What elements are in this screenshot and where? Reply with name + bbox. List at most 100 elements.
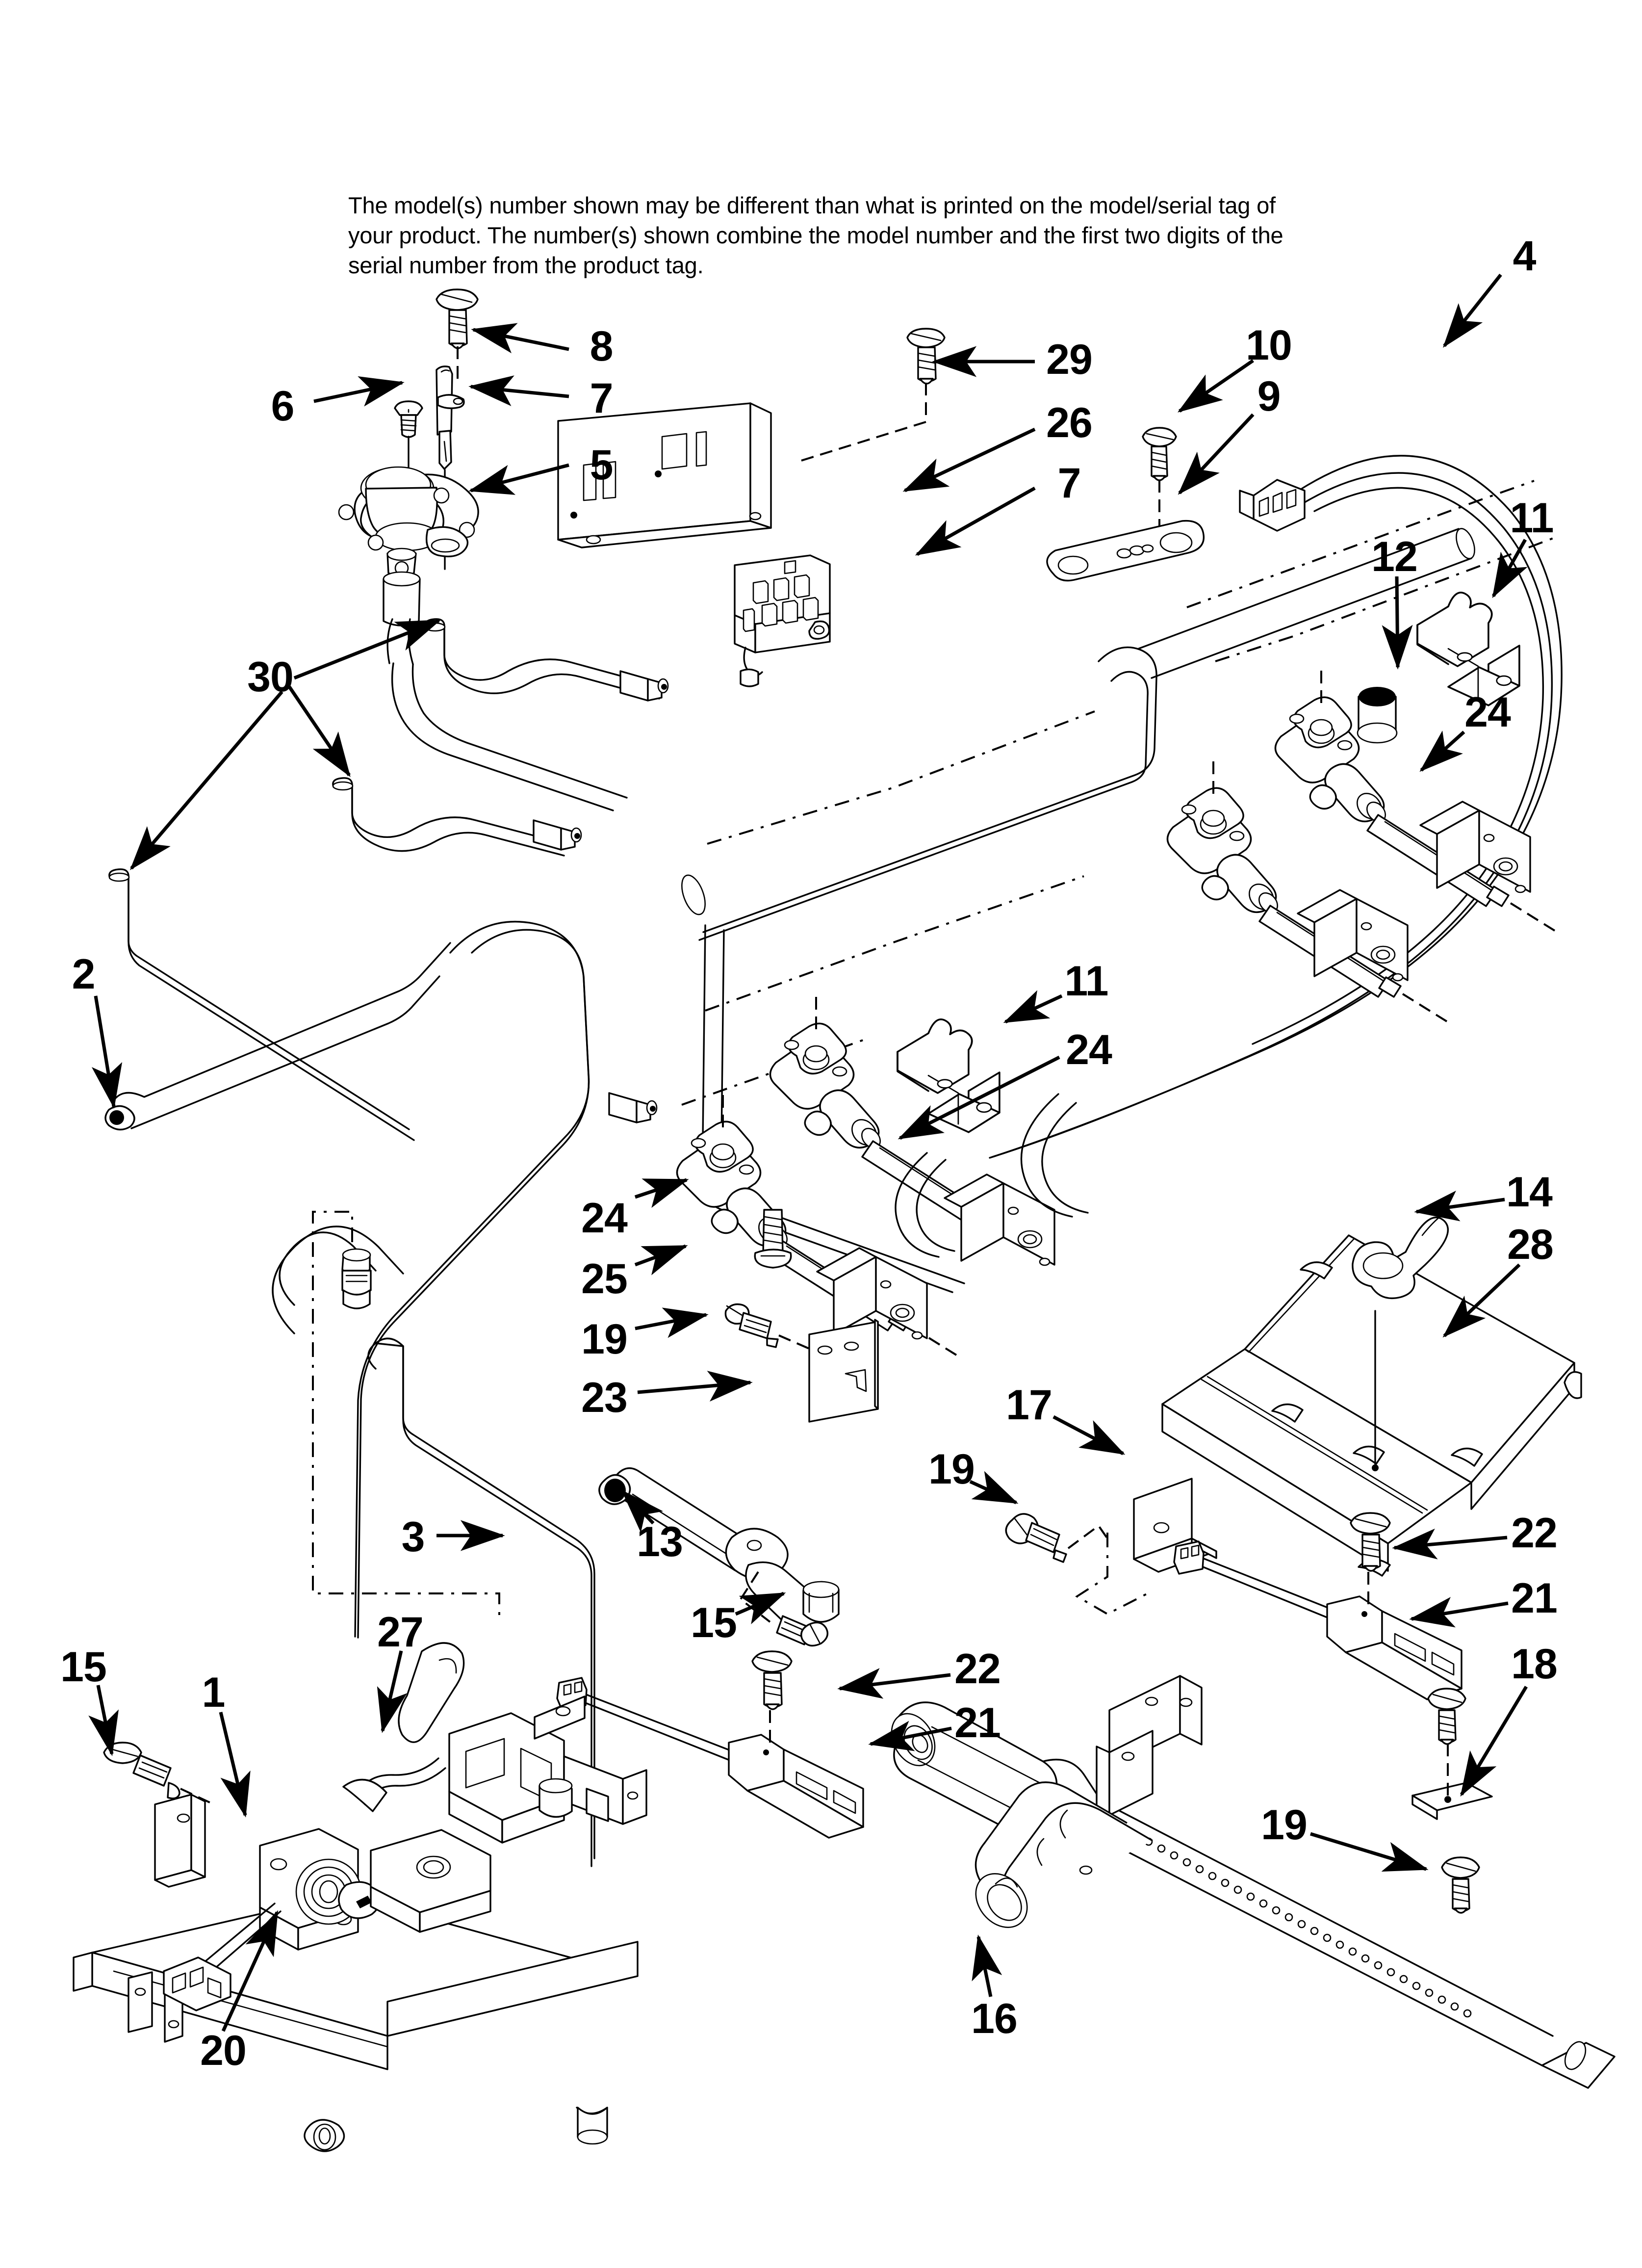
leader-14-0 [1414,1190,1505,1222]
spark-switch-bracket-a [1419,801,1531,893]
screw-8-art [436,288,479,382]
leader-13-0 [621,1489,664,1533]
callout-21-igniter-switch: 21 [1511,1575,1558,1622]
callout-23-bracket: 23 [581,1374,628,1421]
leader-21-0 [868,1721,952,1751]
leader-27-0 [377,1650,408,1733]
burner-support-clip-11a [1416,592,1520,706]
leader-17-0 [1052,1415,1126,1456]
burner-support-clip-11b [897,1018,1001,1133]
pressure-regulator-group [338,288,479,665]
callout-24-surface-burner-valve: 24 [1464,689,1511,736]
leader-12-0 [1382,576,1413,670]
burner-box-cover-28-art [1161,1234,1582,1577]
callout-29-screw: 29 [1046,336,1093,383]
callout-19-screw: 19 [928,1446,975,1493]
leader-7-0 [915,486,1036,556]
screw-22a-art [751,1650,793,1710]
callout-19-screw: 19 [1261,1801,1308,1849]
leader-22-0 [1392,1528,1508,1560]
callout-27-spark-module-bracket: 27 [377,1609,424,1656]
tube-3-art [272,1211,608,2145]
igniter-switch-21a-art [556,1677,864,1839]
leader-1-0 [219,1712,251,1818]
leader-10-0 [1177,359,1254,413]
leader-9-0 [1178,413,1255,495]
leader-19-0 [969,1471,1019,1505]
screw-19c-art [1441,1856,1480,1914]
callout-21-igniter-switch: 21 [954,1699,1001,1747]
harness-connector [1239,479,1306,532]
callout-leader-lines [88,273,1528,2032]
callout-15-screw: 15 [691,1599,737,1646]
screw-22b-art [1350,1512,1391,1572]
callout-8-screw: 8 [590,323,614,370]
spark-switch-bracket-c [944,1173,1055,1266]
leader-2-0 [91,995,123,1109]
leader-24-0 [634,1178,689,1208]
callout-7-terminal-block: 7 [1057,460,1081,507]
spark-switch-bracket-d [816,1247,928,1340]
callout-16-burner-venturi-elbow: 16 [971,1995,1018,2042]
leader-20-0 [221,1910,279,2032]
ground-strap-group [1046,427,1205,582]
bracket-tab-18-art [1411,1688,1493,1820]
burner-tubes-30 [108,618,669,1141]
callout-22-screw: 22 [1511,1510,1558,1557]
wing-nut-14-art [1352,1213,1449,1300]
leader-15-0 [88,1685,119,1756]
tube-fitting-upper [619,670,669,702]
leader-24-0 [898,1055,1060,1140]
callout-11-burner-support-clip: 11 [1510,495,1554,542]
leader-7-0 [468,375,569,406]
callout-6-orifice-spud: 6 [271,383,295,430]
screw-19b-art [1005,1513,1108,1563]
callout-24-surface-burner-valve: 24 [581,1195,628,1242]
bracket-terminal-group [557,328,946,687]
surface-burner-valves [676,669,1556,1356]
callout-5-pressure-regulator: 5 [590,442,614,489]
leader-4-0 [1442,273,1502,348]
igniter-switch-21b-art [1173,1540,1462,1700]
leader-11-0 [1491,539,1528,599]
leader-5-0 [468,463,569,495]
oven-burner-assembly-1-art [73,1642,647,2070]
leader-11-0 [1003,990,1063,1024]
leader-30-1 [288,686,351,778]
leader-16-0 [972,1934,1002,1997]
leader-30-2 [293,619,441,680]
callout-26-bracket-panel: 26 [1046,399,1093,446]
leader-15-0 [735,1591,786,1624]
callout-7-electrode-igniter: 7 [590,375,614,422]
callout-18-bracket-tab: 18 [1511,1641,1558,1688]
leader-24-0 [1419,730,1465,772]
callout-10-screw: 10 [1246,322,1292,369]
leader-6-0 [313,376,405,407]
leader-8-0 [471,323,569,354]
callout-22-screw: 22 [954,1645,1001,1693]
model-number-note: The model(s) number shown may be differe… [348,192,1283,279]
wire-harness-4-art [989,455,1563,1159]
callout-19-screw: 19 [581,1316,628,1363]
spark-wires [895,1093,1089,1258]
callout-9-ground-strap: 9 [1257,373,1281,420]
tube3-fitting [341,1248,372,1309]
callout-4-wire-harness: 4 [1513,233,1537,280]
leader-30-0 [129,690,283,870]
callout-25-screw: 25 [581,1255,628,1303]
leader-25-0 [634,1244,688,1276]
spark-switch-bracket-b [1297,889,1409,982]
callout-28-burner-box-cover: 28 [1507,1221,1554,1268]
callout-1-oven-burner-assembly: 1 [202,1669,226,1716]
bracket-23-art [808,1319,879,1423]
callout-12-manifold-pipe: 12 [1371,533,1418,580]
leader-22-0 [837,1668,951,1699]
callout-14-wing-nut: 14 [1506,1169,1553,1216]
tube-fitting-low [608,1092,658,1123]
regulator-body-art [338,466,479,665]
pipe-cap [1357,687,1398,744]
callout-30-burner-tube: 30 [247,653,294,701]
screw-29-art [799,328,946,462]
